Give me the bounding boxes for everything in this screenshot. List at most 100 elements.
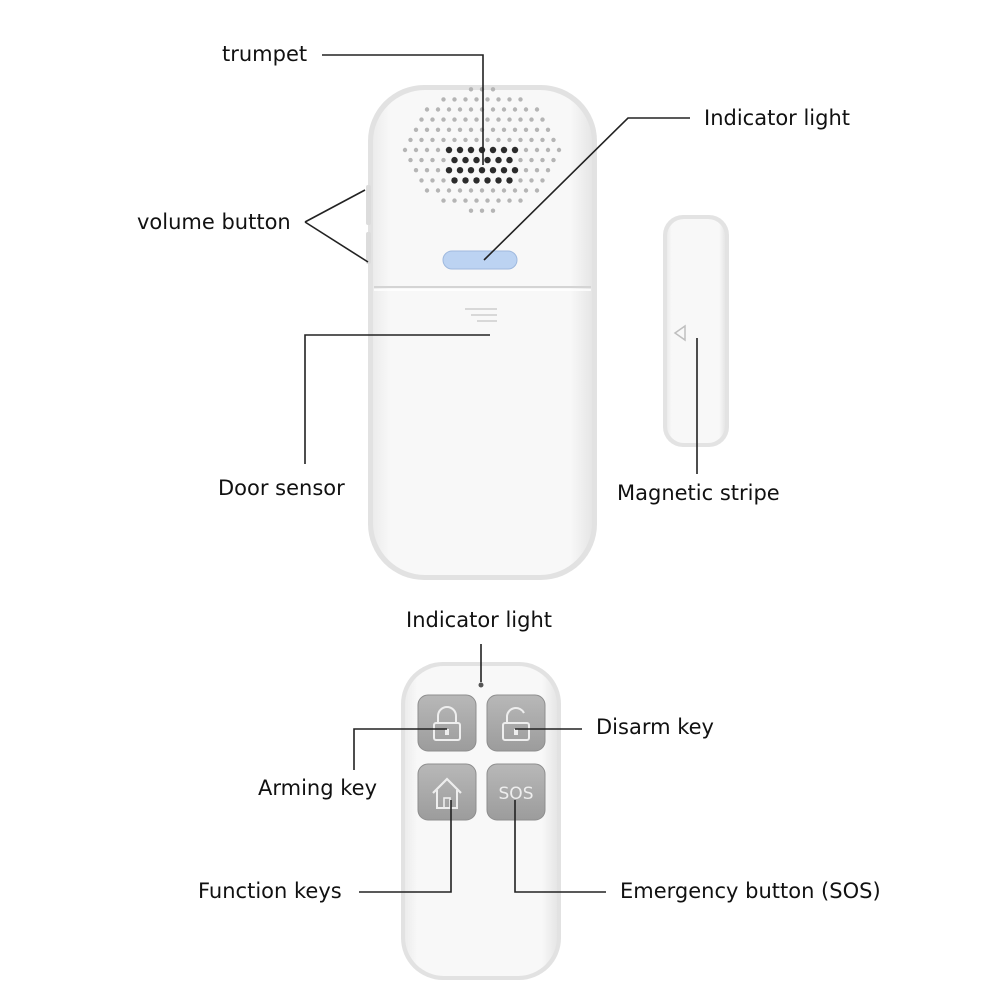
speaker-hole xyxy=(468,127,474,132)
label-magnetic-stripe: Magnetic stripe xyxy=(617,481,780,505)
speaker-hole xyxy=(551,157,556,163)
speaker-hole xyxy=(489,167,497,174)
lock-closed-icon xyxy=(433,706,461,741)
speaker-hole xyxy=(462,177,469,184)
speaker-hole xyxy=(529,117,534,122)
speaker-hole xyxy=(419,137,424,143)
speaker-hole xyxy=(529,178,534,183)
speaker-hole xyxy=(485,198,490,203)
speaker-hole xyxy=(490,208,496,213)
speaker-hole xyxy=(501,188,507,193)
speaker-hole xyxy=(424,188,430,193)
speaker-hole xyxy=(441,97,446,102)
volume-button-down xyxy=(366,232,371,264)
speaker-hole xyxy=(463,198,468,203)
speaker-hole xyxy=(523,107,529,112)
door-sensor-unit xyxy=(366,85,597,580)
speaker-hole xyxy=(419,157,424,163)
label-trumpet: trumpet xyxy=(222,42,308,66)
leader-volume-up xyxy=(304,189,366,223)
speaker-hole xyxy=(468,87,474,92)
leader-door-sensor xyxy=(304,334,490,464)
speaker-hole xyxy=(430,157,435,163)
leader-arming-key xyxy=(353,728,447,770)
speaker-hole xyxy=(534,127,540,132)
speaker-hole xyxy=(500,146,508,154)
speaker-hole xyxy=(419,178,424,183)
speaker-hole xyxy=(441,198,446,203)
speaker-hole xyxy=(490,107,496,112)
speaker-hole xyxy=(507,137,512,143)
speaker-hole xyxy=(402,147,408,153)
speaker-hole xyxy=(512,127,518,132)
speaker-hole xyxy=(473,177,480,184)
speaker-hole xyxy=(545,127,551,132)
label-disarm-key: Disarm key xyxy=(596,715,714,739)
speaker-hole xyxy=(468,208,474,213)
speaker-hole xyxy=(485,117,490,122)
speaker-hole xyxy=(468,188,474,193)
speaker-hole xyxy=(441,157,446,163)
speaker-hole xyxy=(467,167,475,174)
lock-open-icon xyxy=(502,707,530,741)
speaker-hole xyxy=(473,156,480,164)
speaker-hole xyxy=(462,156,469,164)
speaker-hole xyxy=(507,198,512,203)
speaker-hole xyxy=(478,167,486,174)
speaker-hole xyxy=(518,97,523,102)
speaker-hole xyxy=(468,107,474,112)
speaker-hole xyxy=(451,156,458,164)
speaker-hole xyxy=(474,137,479,143)
speaker-hole xyxy=(451,177,458,184)
speaker-hole xyxy=(452,117,457,122)
speaker-hole xyxy=(484,177,491,184)
speaker-hole xyxy=(446,127,452,132)
speaker-hole xyxy=(457,107,463,112)
speaker-hole xyxy=(445,167,453,174)
speaker-hole xyxy=(518,198,523,203)
sos-key xyxy=(486,763,546,821)
speaker-hole xyxy=(540,117,545,122)
speaker-hole xyxy=(501,107,507,112)
home-icon xyxy=(432,777,462,809)
leader-volume-down xyxy=(304,221,369,263)
speaker-hole xyxy=(413,127,419,132)
speaker-hole xyxy=(556,147,562,153)
speaker-hole xyxy=(445,146,453,154)
speaker-hole xyxy=(457,188,463,193)
speaker-hole xyxy=(408,137,413,143)
speaker-hole xyxy=(484,156,491,164)
speaker-hole xyxy=(529,137,534,143)
speaker-hole xyxy=(430,137,435,143)
leader-indicator-light xyxy=(483,117,690,261)
speaker-hole xyxy=(474,97,479,102)
speaker-hole xyxy=(523,127,529,132)
speaker-hole xyxy=(523,168,529,173)
speaker-hole xyxy=(441,117,446,122)
speaker-hole xyxy=(435,168,441,173)
speaker-hole xyxy=(540,137,545,143)
speaker-hole xyxy=(452,137,457,143)
speaker-hole xyxy=(435,127,441,132)
speaker-hole xyxy=(495,177,502,184)
speaker-hole xyxy=(485,137,490,143)
remote-indicator-dot xyxy=(478,682,484,688)
speaker-hole xyxy=(540,178,545,183)
speaker-hole xyxy=(457,127,463,132)
speaker-hole xyxy=(474,117,479,122)
leader-function-keys xyxy=(359,800,452,893)
label-volume-button: volume button xyxy=(137,210,291,234)
speaker-hole xyxy=(408,157,413,163)
speaker-hole xyxy=(479,208,485,213)
speaker-hole xyxy=(534,147,540,153)
speaker-hole xyxy=(518,117,523,122)
speaker-hole xyxy=(446,107,452,112)
speaker-hole xyxy=(545,168,551,173)
speaker-hole xyxy=(500,167,508,174)
speaker-hole xyxy=(545,147,551,153)
speaker-hole xyxy=(496,198,501,203)
speaker-hole xyxy=(435,188,441,193)
label-arming-key: Arming key xyxy=(258,776,377,800)
